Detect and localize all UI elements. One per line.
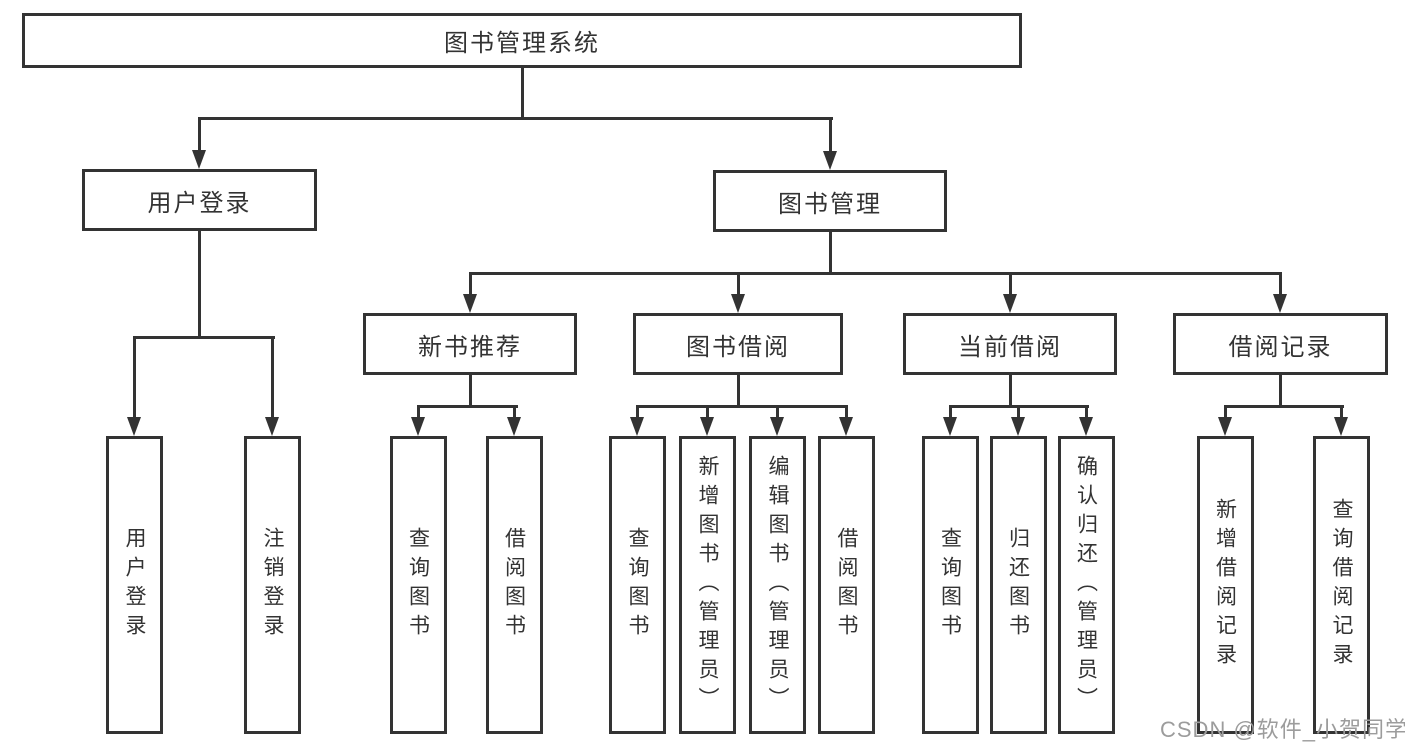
node-leaf-query-books-current: 查询图书 bbox=[921, 436, 979, 734]
node-leaf-add-borrow-record: 新增借阅记录 bbox=[1196, 436, 1254, 734]
node-book-borrowing: 图书借阅 bbox=[633, 313, 843, 375]
arrow-down-icon bbox=[192, 150, 206, 169]
connector-line bbox=[828, 117, 832, 160]
arrow-down-icon bbox=[462, 294, 477, 313]
node-label: 借阅记录 bbox=[1228, 333, 1333, 361]
connector-line bbox=[512, 405, 516, 426]
connector-line bbox=[198, 117, 833, 120]
arrow-down-icon bbox=[630, 417, 644, 436]
arrow-down-icon bbox=[1334, 417, 1348, 436]
node-leaf-query-books-borrowing: 查询图书 bbox=[609, 436, 666, 734]
connector-line bbox=[1279, 272, 1282, 302]
node-leaf-logout: 注销登录 bbox=[244, 436, 301, 734]
connector-line bbox=[776, 405, 779, 426]
connector-line bbox=[706, 405, 709, 426]
node-label: 查询图书 bbox=[626, 527, 649, 643]
connector-line bbox=[828, 232, 832, 275]
arrow-down-icon bbox=[822, 151, 837, 170]
connector-line bbox=[468, 375, 472, 408]
arrow-down-icon bbox=[1010, 417, 1025, 436]
node-label: 确认归还（管理员） bbox=[1074, 454, 1098, 716]
arrow-down-icon bbox=[839, 417, 853, 436]
node-leaf-borrow-books-recommend: 借阅图书 bbox=[485, 436, 543, 734]
connector-line bbox=[736, 375, 740, 408]
node-label: 归还图书 bbox=[1006, 527, 1030, 643]
arrow-down-icon bbox=[1273, 294, 1287, 313]
node-label: 查询图书 bbox=[406, 527, 430, 643]
node-label: 图书管理系统 bbox=[444, 30, 600, 57]
arrow-down-icon bbox=[410, 417, 425, 436]
connector-line bbox=[468, 272, 1282, 275]
arrow-down-icon bbox=[730, 294, 745, 313]
node-label: 查询借阅记录 bbox=[1330, 498, 1353, 672]
connector-line bbox=[271, 336, 274, 426]
arrow-down-icon bbox=[942, 417, 957, 436]
node-label: 新书推荐 bbox=[418, 333, 522, 361]
connector-line bbox=[468, 272, 472, 302]
node-leaf-query-borrow-record: 查询借阅记录 bbox=[1313, 436, 1370, 734]
connector-line bbox=[133, 336, 275, 339]
connector-line bbox=[1084, 405, 1088, 426]
connector-line bbox=[416, 405, 420, 426]
connector-line bbox=[636, 405, 639, 426]
node-label: 借阅图书 bbox=[835, 527, 858, 643]
node-leaf-return-books: 归还图书 bbox=[989, 436, 1047, 734]
node-label: 注销登录 bbox=[261, 527, 284, 643]
connector-line bbox=[198, 117, 201, 159]
connector-line bbox=[1008, 272, 1012, 302]
connector-line bbox=[1223, 405, 1344, 408]
node-book-management: 图书管理 bbox=[713, 170, 947, 232]
node-label: 当前借阅 bbox=[958, 333, 1062, 361]
node-new-book-recommend: 新书推荐 bbox=[363, 313, 577, 375]
connector-line bbox=[736, 272, 740, 302]
node-label: 编辑图书（管理员） bbox=[766, 454, 789, 716]
connector-line bbox=[1016, 405, 1020, 426]
node-root-library-system: 图书管理系统 bbox=[22, 13, 1022, 68]
node-label: 用户登录 bbox=[147, 189, 252, 217]
node-leaf-query-books-recommend: 查询图书 bbox=[389, 436, 447, 734]
arrow-down-icon bbox=[127, 417, 141, 436]
arrow-down-icon bbox=[770, 417, 784, 436]
node-leaf-edit-books-admin: 编辑图书（管理员） bbox=[749, 436, 806, 734]
connector-line bbox=[1223, 405, 1227, 426]
arrow-down-icon bbox=[506, 417, 521, 436]
node-label: 借阅图书 bbox=[502, 527, 526, 643]
node-label: 图书管理 bbox=[778, 190, 882, 218]
node-user-login: 用户登录 bbox=[82, 169, 317, 231]
arrow-down-icon bbox=[265, 417, 279, 436]
node-label: 用户登录 bbox=[123, 527, 146, 643]
node-leaf-confirm-return-admin: 确认归还（管理员） bbox=[1057, 436, 1115, 734]
arrow-down-icon bbox=[1217, 417, 1232, 436]
arrow-down-icon bbox=[1078, 417, 1093, 436]
node-leaf-add-books-admin: 新增图书（管理员） bbox=[679, 436, 736, 734]
connector-line bbox=[1279, 375, 1282, 408]
node-leaf-borrow-books: 借阅图书 bbox=[818, 436, 875, 734]
node-leaf-user-login: 用户登录 bbox=[106, 436, 163, 734]
arrow-down-icon bbox=[1002, 294, 1017, 313]
connector-line bbox=[133, 336, 136, 426]
connector-line bbox=[520, 68, 524, 117]
node-label: 新增借阅记录 bbox=[1213, 498, 1237, 672]
node-borrowing-records: 借阅记录 bbox=[1173, 313, 1388, 375]
connector-line bbox=[416, 405, 518, 408]
arrow-down-icon bbox=[700, 417, 714, 436]
connector-line bbox=[948, 405, 952, 426]
node-label: 图书借阅 bbox=[686, 333, 790, 361]
csdn-watermark: CSDN @软件_小贺同学 bbox=[1160, 717, 1405, 742]
connector-line bbox=[1340, 405, 1343, 426]
connector-line bbox=[198, 231, 201, 339]
node-label: 新增图书（管理员） bbox=[696, 454, 719, 716]
connector-line bbox=[636, 405, 848, 408]
connector-line bbox=[1008, 375, 1012, 408]
node-current-borrowing: 当前借阅 bbox=[903, 313, 1117, 375]
connector-line bbox=[845, 405, 848, 426]
node-label: 查询图书 bbox=[938, 527, 962, 643]
